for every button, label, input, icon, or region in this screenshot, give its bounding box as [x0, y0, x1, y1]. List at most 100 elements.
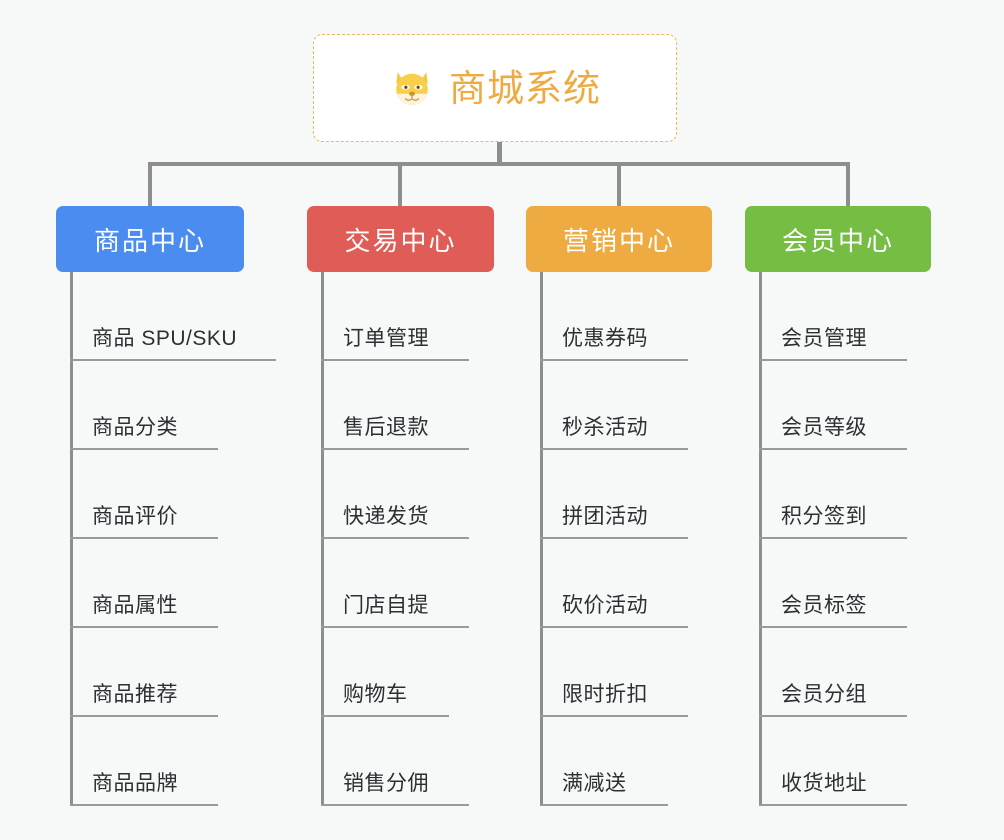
- leaf-item[interactable]: 满减送: [526, 717, 776, 806]
- leaf-list-marketing-center: 优惠券码 秒杀活动 拼团活动 砍价活动 限时折扣 满减送: [526, 272, 776, 806]
- leaf-underline: [540, 448, 688, 450]
- leaf-item[interactable]: 商品分类: [56, 361, 306, 450]
- leaf-item[interactable]: 销售分佣: [307, 717, 557, 806]
- leaf-item[interactable]: 收货地址: [745, 717, 995, 806]
- trunk-line-trade-center: [321, 272, 324, 806]
- connector-drop-4: [846, 162, 850, 208]
- column-product-center: 商品中心 商品 SPU/SKU 商品分类 商品评价 商品属性 商品推荐 商品品牌: [56, 206, 306, 806]
- leaf-label: 快递发货: [343, 505, 429, 528]
- leaf-item[interactable]: 秒杀活动: [526, 361, 776, 450]
- leaf-item[interactable]: 限时折扣: [526, 628, 776, 717]
- leaf-underline: [540, 804, 668, 806]
- category-title-marketing-center: 营销中心: [562, 225, 675, 256]
- leaf-label: 积分签到: [781, 505, 867, 528]
- leaf-underline: [70, 359, 276, 361]
- category-box-member-center[interactable]: 会员中心: [745, 206, 931, 272]
- leaf-item[interactable]: 优惠券码: [526, 272, 776, 361]
- leaf-item[interactable]: 订单管理: [307, 272, 557, 361]
- leaf-label: 购物车: [343, 683, 408, 706]
- leaf-underline: [70, 448, 218, 450]
- leaf-label: 门店自提: [343, 594, 429, 617]
- connector-bus: [148, 162, 850, 166]
- leaf-label: 商品 SPU/SKU: [92, 327, 238, 350]
- shiba-dog-face-icon: [396, 72, 428, 106]
- connector-drop-1: [148, 162, 152, 208]
- leaf-list-product-center: 商品 SPU/SKU 商品分类 商品评价 商品属性 商品推荐 商品品牌: [56, 272, 306, 806]
- leaf-underline: [321, 448, 469, 450]
- category-box-marketing-center[interactable]: 营销中心: [526, 206, 712, 272]
- leaf-label: 拼团活动: [562, 505, 648, 528]
- trunk-line-product-center: [70, 272, 73, 806]
- category-box-product-center[interactable]: 商品中心: [56, 206, 244, 272]
- leaf-item[interactable]: 积分签到: [745, 450, 995, 539]
- category-title-product-center: 商品中心: [93, 225, 206, 256]
- leaf-item[interactable]: 购物车: [307, 628, 557, 717]
- leaf-label: 销售分佣: [343, 772, 429, 795]
- leaf-label: 限时折扣: [562, 683, 648, 706]
- leaf-item[interactable]: 售后退款: [307, 361, 557, 450]
- leaf-underline: [540, 359, 688, 361]
- leaf-item[interactable]: 会员管理: [745, 272, 995, 361]
- leaf-underline: [759, 359, 907, 361]
- category-box-trade-center[interactable]: 交易中心: [307, 206, 494, 272]
- leaf-underline: [759, 537, 907, 539]
- leaf-underline: [321, 715, 449, 717]
- leaf-label: 商品评价: [92, 505, 178, 528]
- leaf-label: 会员管理: [781, 327, 867, 350]
- column-trade-center: 交易中心 订单管理 售后退款 快递发货 门店自提 购物车 销售分佣: [307, 206, 557, 806]
- leaf-underline: [321, 804, 469, 806]
- leaf-underline: [321, 359, 469, 361]
- leaf-item[interactable]: 商品评价: [56, 450, 306, 539]
- leaf-label: 商品推荐: [92, 683, 178, 706]
- leaf-label: 满减送: [562, 772, 627, 795]
- leaf-list-trade-center: 订单管理 售后退款 快递发货 门店自提 购物车 销售分佣: [307, 272, 557, 806]
- root-node[interactable]: 商城系统: [313, 34, 677, 142]
- leaf-underline: [540, 626, 688, 628]
- leaf-underline: [759, 448, 907, 450]
- leaf-label: 优惠券码: [562, 327, 648, 350]
- leaf-label: 砍价活动: [562, 594, 648, 617]
- leaf-label: 商品属性: [92, 594, 178, 617]
- leaf-underline: [759, 626, 907, 628]
- leaf-item[interactable]: 拼团活动: [526, 450, 776, 539]
- leaf-underline: [321, 626, 469, 628]
- leaf-underline: [540, 715, 688, 717]
- leaf-item[interactable]: 商品 SPU/SKU: [56, 272, 306, 361]
- connector-drop-3: [617, 162, 621, 208]
- trunk-line-member-center: [759, 272, 762, 806]
- category-title-member-center: 会员中心: [781, 225, 894, 256]
- leaf-item[interactable]: 商品属性: [56, 539, 306, 628]
- leaf-label: 收货地址: [781, 772, 867, 795]
- leaf-item[interactable]: 商品推荐: [56, 628, 306, 717]
- leaf-underline: [70, 626, 218, 628]
- category-title-trade-center: 交易中心: [344, 225, 457, 256]
- leaf-item[interactable]: 门店自提: [307, 539, 557, 628]
- leaf-item[interactable]: 会员标签: [745, 539, 995, 628]
- leaf-underline: [70, 537, 218, 539]
- column-member-center: 会员中心 会员管理 会员等级 积分签到 会员标签 会员分组 收货地址: [745, 206, 995, 806]
- leaf-underline: [540, 537, 688, 539]
- leaf-list-member-center: 会员管理 会员等级 积分签到 会员标签 会员分组 收货地址: [745, 272, 995, 806]
- leaf-item[interactable]: 砍价活动: [526, 539, 776, 628]
- leaf-underline: [759, 715, 907, 717]
- leaf-label: 订单管理: [343, 327, 429, 350]
- leaf-underline: [759, 804, 907, 806]
- connector-root-stem: [497, 142, 502, 164]
- leaf-label: 售后退款: [343, 416, 429, 439]
- leaf-item[interactable]: 商品品牌: [56, 717, 306, 806]
- leaf-item[interactable]: 会员分组: [745, 628, 995, 717]
- root-title: 商城系统: [449, 67, 601, 109]
- column-marketing-center: 营销中心 优惠券码 秒杀活动 拼团活动 砍价活动 限时折扣 满减送: [526, 206, 776, 806]
- leaf-label: 商品分类: [92, 416, 178, 439]
- leaf-label: 秒杀活动: [562, 416, 648, 439]
- leaf-item[interactable]: 快递发货: [307, 450, 557, 539]
- leaf-item[interactable]: 会员等级: [745, 361, 995, 450]
- leaf-underline: [70, 804, 218, 806]
- connector-drop-2: [398, 162, 402, 208]
- leaf-label: 会员标签: [781, 594, 867, 617]
- trunk-line-marketing-center: [540, 272, 543, 806]
- leaf-label: 商品品牌: [92, 772, 178, 795]
- leaf-underline: [321, 537, 469, 539]
- leaf-underline: [70, 715, 218, 717]
